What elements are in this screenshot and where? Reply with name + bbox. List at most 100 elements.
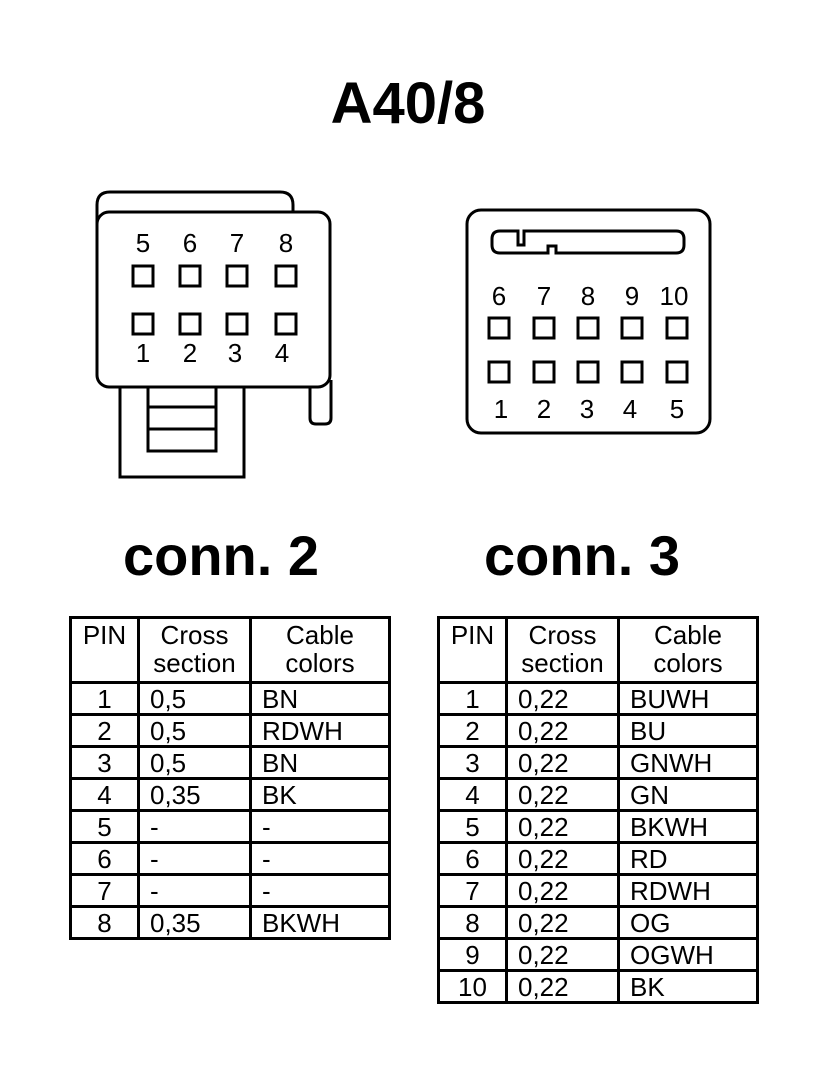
connector-2-cable-slot <box>146 385 218 453</box>
connector-2-label: conn. 2 <box>122 524 320 587</box>
conn3-pin-number: 5 <box>670 394 684 424</box>
cross-section-header: Cross section <box>505 616 620 684</box>
conn2-pin-square <box>274 312 298 336</box>
cross-section-cell: - <box>137 809 252 844</box>
cross-section-cell: 0,5 <box>137 681 252 716</box>
cable-color-cell: BUWH <box>617 681 759 716</box>
conn2-pin-number: 1 <box>136 338 150 368</box>
cross-section-cell: 0,22 <box>505 681 620 716</box>
pin-cell: 2 <box>437 713 508 748</box>
connector-2-latch <box>308 380 333 426</box>
conn2-pin-number: 2 <box>183 338 197 368</box>
conn3-pin-square <box>620 360 644 384</box>
cable-color-cell: RD <box>617 841 759 876</box>
cross-section-cell: 0,5 <box>137 713 252 748</box>
pin-cell: 6 <box>69 841 140 876</box>
cross-section-cell: 0,22 <box>505 809 620 844</box>
cross-section-cell: 0,22 <box>505 969 620 1004</box>
conn3-pin-square <box>620 316 644 340</box>
pin-cell: 6 <box>437 841 508 876</box>
table-header-row: PIN Cross section Cable colors <box>69 616 391 684</box>
connector-3-key-rail <box>490 229 686 255</box>
pin-cell: 1 <box>69 681 140 716</box>
pin-cell: 4 <box>69 777 140 812</box>
conn2-pin-square <box>274 264 298 288</box>
cable-color-cell: - <box>249 873 391 908</box>
cross-section-cell: 0,22 <box>505 937 620 972</box>
conn3-pin-number: 3 <box>580 394 594 424</box>
table-header-row: PIN Cross section Cable colors <box>437 616 759 684</box>
cross-section-cell: 0,22 <box>505 841 620 876</box>
cross-section-header: Cross section <box>137 616 252 684</box>
pin-cell: 2 <box>69 713 140 748</box>
connector-3-label: conn. 3 <box>483 524 681 587</box>
cable-color-cell: BN <box>249 745 391 780</box>
conn3-pin-number: 2 <box>537 394 551 424</box>
cable-color-cell: RDWH <box>249 713 391 748</box>
conn3-pin-number: 9 <box>625 281 639 311</box>
pin-cell: 3 <box>437 745 508 780</box>
conn2-pin-number: 5 <box>136 228 150 258</box>
connector-2-back-shell <box>95 190 295 225</box>
cable-color-cell: GN <box>617 777 759 812</box>
cable-color-cell: GNWH <box>617 745 759 780</box>
conn2-pin-square <box>131 312 155 336</box>
conn3-pin-number: 4 <box>623 394 637 424</box>
table-row: 5-- <box>69 809 391 844</box>
pin-cell: 8 <box>69 905 140 940</box>
pin-header: PIN <box>69 616 140 684</box>
cross-section-cell: 0,5 <box>137 745 252 780</box>
cable-color-cell: BKWH <box>617 809 759 844</box>
cable-color-cell: - <box>249 809 391 844</box>
cable-color-cell: OGWH <box>617 937 759 972</box>
cross-section-cell: 0,22 <box>505 873 620 908</box>
connector-2-cable-housing <box>118 385 246 479</box>
cable-color-cell: BU <box>617 713 759 748</box>
conn3-pin-number: 1 <box>494 394 508 424</box>
conn3-pin-square <box>665 360 689 384</box>
conn2-pin-square <box>178 264 202 288</box>
cross-section-cell: 0,22 <box>505 713 620 748</box>
pin-cell: 7 <box>437 873 508 908</box>
conn3-pin-number: 10 <box>660 281 689 311</box>
pin-cell: 4 <box>437 777 508 812</box>
cross-section-cell: - <box>137 841 252 876</box>
pin-cell: 5 <box>437 809 508 844</box>
conn2-pin-number: 3 <box>228 338 242 368</box>
cable-colors-header: Cable colors <box>617 616 759 684</box>
conn2-pin-square <box>178 312 202 336</box>
pin-cell: 9 <box>437 937 508 972</box>
cross-section-cell: 0,22 <box>505 777 620 812</box>
conn2-pin-square <box>225 264 249 288</box>
pin-header: PIN <box>437 616 508 684</box>
cross-section-cell: 0,22 <box>505 905 620 940</box>
conn3-pin-square <box>532 316 556 340</box>
conn3-pin-number: 8 <box>581 281 595 311</box>
cable-color-cell: OG <box>617 905 759 940</box>
conn2-pin-square <box>131 264 155 288</box>
cable-color-cell: RDWH <box>617 873 759 908</box>
conn2-pin-square <box>225 312 249 336</box>
cross-section-cell: 0,35 <box>137 777 252 812</box>
conn3-pin-number: 7 <box>537 281 551 311</box>
cable-color-cell: BK <box>617 969 759 1004</box>
conn3-pin-square <box>487 316 511 340</box>
pin-cell: 1 <box>437 681 508 716</box>
cable-colors-header: Cable colors <box>249 616 391 684</box>
table-row: 6-- <box>69 841 391 876</box>
table-row: 7-- <box>69 873 391 908</box>
